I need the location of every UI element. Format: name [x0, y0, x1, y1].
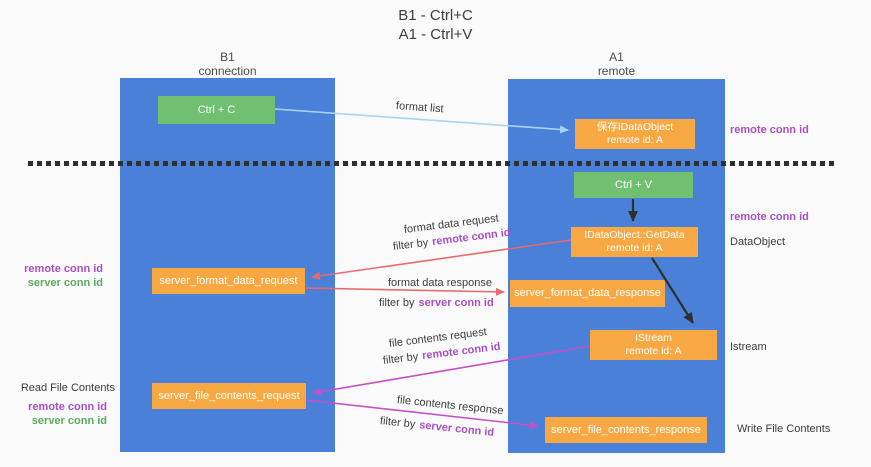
filter-by-text: filter by [379, 297, 415, 309]
format-data-response-label: format data response [388, 277, 492, 289]
ctrl-c-label: Ctrl + C [197, 103, 236, 116]
istream-box: IStream remote id: A [590, 330, 717, 360]
server-file-contents-request-label: server_file_contents_request [158, 389, 300, 402]
server-file-contents-response-label: server_file_contents_response [551, 423, 701, 436]
save-idataobject-box: 保存IDataObject remote id: A [575, 119, 695, 149]
server-file-contents-response-box: server_file_contents_response [545, 417, 707, 443]
server-format-data-request-label: server_format_data_request [159, 274, 298, 287]
left-column-header: B1 connection [120, 50, 335, 78]
istream-line2: remote id: A [625, 345, 682, 357]
getdata-line1: IDataObject::GetData [584, 229, 685, 241]
write-file-contents-annotation: Write File Contents [737, 423, 831, 435]
right-column-subtitle: remote [597, 64, 636, 78]
left-column-title: B1 [220, 50, 235, 64]
right-column-title: A1 [609, 50, 624, 64]
left-remote-conn-id-1: remote conn id [24, 263, 103, 275]
server-format-data-request-box: server_format_data_request [152, 268, 305, 294]
server-conn-id-text: server conn id [418, 419, 495, 439]
left-column-subtitle: connection [198, 64, 257, 78]
ctrl-c-box: Ctrl + C [158, 96, 275, 124]
right-remote-conn-id-mid: remote conn id [730, 211, 809, 223]
filter-by-text: filter by [392, 236, 429, 253]
getdata-box: IDataObject::GetData remote id: A [571, 227, 698, 257]
title-line-2: A1 - Ctrl+V [398, 26, 473, 43]
server-file-contents-request-box: server_file_contents_request [152, 383, 306, 409]
right-remote-conn-id-top: remote conn id [730, 124, 809, 136]
getdata-line2: remote id: A [606, 242, 663, 254]
save-idataobject-line2: remote id: A [606, 134, 664, 146]
read-file-contents-annotation: Read File Contents [20, 382, 115, 394]
istream-annotation: Istream [730, 341, 767, 353]
left-server-conn-id-2: server conn id [31, 415, 107, 427]
file-contents-response-label: file contents response [396, 394, 505, 418]
left-server-conn-id-1: server conn id [27, 277, 103, 289]
istream-line1: IStream [635, 332, 672, 344]
left-remote-conn-id-2: remote conn id [28, 401, 107, 413]
server-format-data-response-label: server_format_data_response [514, 287, 661, 299]
server-conn-id-text: server conn id [418, 297, 494, 309]
server-format-data-response-box: server_format_data_response [510, 280, 665, 307]
format-list-label: format list [395, 100, 444, 116]
save-idataobject-line1: 保存IDataObject [596, 121, 674, 133]
ctrl-v-box: Ctrl + V [574, 172, 693, 198]
filter-by-text: filter by [379, 415, 416, 431]
ctrl-v-label: Ctrl + V [615, 178, 652, 191]
dashed-separator-line [28, 161, 834, 166]
dataobject-annotation: DataObject [730, 236, 786, 248]
diagram-title: B1 - Ctrl+C A1 - Ctrl+V [0, 6, 871, 44]
right-column-header: A1 remote [508, 50, 725, 78]
filter-by-text: filter by [382, 350, 419, 367]
title-line-1: B1 - Ctrl+C [398, 7, 473, 24]
